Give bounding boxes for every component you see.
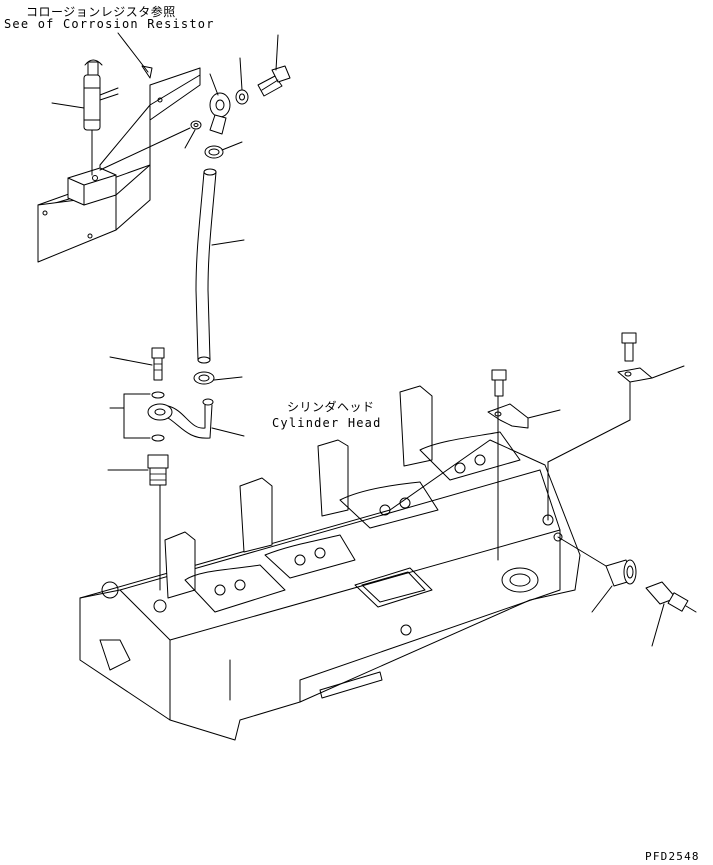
corrosion-resistor-label-jp: コロージョンレジスタ参照	[26, 5, 176, 19]
clip-bracket-center	[487, 403, 529, 429]
washer-gasket	[235, 89, 249, 105]
bolt-center	[491, 369, 507, 397]
coolant-hose	[195, 168, 217, 364]
cylinder-head	[79, 385, 581, 741]
temperature-sensor	[645, 581, 697, 613]
adapter-plug	[147, 454, 169, 486]
drain-valve	[83, 59, 119, 176]
washer-lower	[151, 434, 165, 442]
hose-clamp-bottom	[193, 371, 215, 385]
washer-small	[190, 120, 202, 130]
leader-lines	[51, 32, 685, 647]
cylinder-head-label-en: Cylinder Head	[272, 416, 382, 430]
resistor-block	[67, 167, 117, 206]
plug-sleeve	[605, 559, 637, 587]
washer-upper	[151, 391, 165, 399]
page-code: PFD2548	[645, 850, 700, 863]
clip-bracket-right	[617, 367, 653, 383]
corrosion-resistor-label-en: See of Corrosion Resistor	[4, 17, 215, 31]
elbow-fitting	[147, 398, 214, 439]
union-bolt	[257, 65, 291, 97]
hose-clamp-top	[204, 145, 224, 159]
bolt-upper	[151, 347, 165, 381]
bolt-right-top	[621, 332, 637, 362]
banjo-fitting	[209, 92, 231, 135]
corrosion-resistor-bracket	[37, 67, 201, 263]
cylinder-head-label-jp: シリンダヘッド	[287, 400, 375, 414]
